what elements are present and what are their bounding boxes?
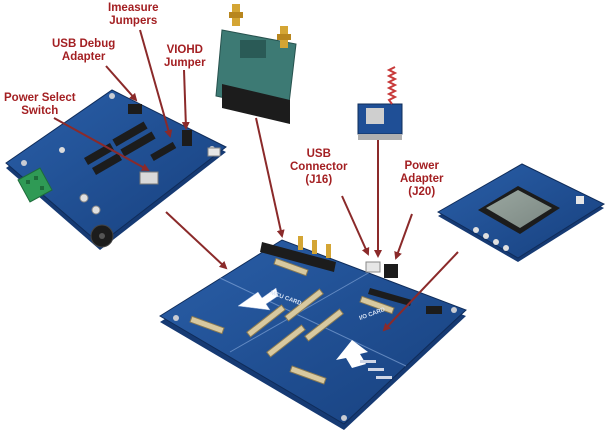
main-board: MCU CARD I/O CARD — [159, 236, 467, 430]
base-board-surface — [5, 89, 227, 245]
jack — [426, 306, 442, 314]
label-line: Adapter — [61, 51, 106, 63]
label-line: Imeasure — [108, 2, 159, 14]
header-row — [120, 131, 156, 157]
base-board-arrow — [165, 211, 228, 270]
power-select-switch-label: Power Select Switch — [4, 92, 76, 118]
usb-connector-arrow — [341, 195, 370, 256]
card-connector — [246, 304, 286, 338]
card-connector — [266, 324, 306, 358]
label-line: Power — [404, 160, 439, 172]
usb-port — [207, 147, 221, 157]
label-line: USB — [306, 148, 331, 160]
push-button — [483, 233, 489, 239]
antenna-coil — [386, 66, 398, 105]
sma-nut — [277, 34, 291, 40]
label-line: Jumper — [164, 57, 206, 69]
viohd-arrow — [181, 69, 190, 130]
card-connector — [359, 295, 395, 315]
rf-card-header — [222, 84, 290, 124]
card-connector — [273, 257, 309, 277]
header-row — [112, 121, 148, 147]
sma-connector — [298, 236, 303, 250]
screw-hole — [173, 315, 179, 321]
callout-arrows — [53, 29, 459, 332]
connector — [576, 196, 584, 204]
push-button — [79, 193, 89, 203]
sma-connector — [312, 240, 317, 254]
screw-hole — [451, 307, 457, 313]
terminal-screw — [40, 186, 44, 190]
radio-module — [357, 66, 403, 140]
buzzer-center — [99, 233, 105, 239]
header-row — [84, 143, 114, 165]
sma-nut — [229, 12, 243, 18]
mcu-card-arrow — [237, 287, 279, 311]
label-line: VIOHD — [166, 44, 203, 56]
rf-card — [215, 4, 297, 124]
terminal-block — [17, 167, 53, 203]
main-header — [260, 242, 336, 272]
sma-connector — [326, 244, 331, 258]
power-adapter-j20 — [384, 264, 398, 278]
viohd-jumper — [182, 130, 192, 146]
imeasure-arrow — [139, 29, 173, 138]
usb-debug-adapter — [128, 104, 142, 114]
label-line: Power Select — [4, 92, 76, 104]
lcd-board — [436, 163, 606, 262]
section-divider — [219, 277, 407, 367]
power-adapter-arrow — [394, 213, 413, 260]
component — [376, 376, 392, 379]
screw-hole — [21, 160, 27, 166]
led — [59, 147, 65, 153]
push-button — [473, 227, 479, 233]
label-line: (J16) — [305, 174, 333, 186]
lcd-board-arrow — [382, 251, 459, 332]
label-line: Switch — [21, 105, 59, 117]
header-row — [92, 153, 122, 175]
usb-debug-adapter-label: USB Debug Adapter — [52, 38, 115, 64]
viohd-jumper-label: VIOHD Jumper — [164, 44, 206, 70]
label-line: Jumpers — [109, 15, 158, 27]
label-line: USB Debug — [52, 38, 116, 50]
radio-module-pins — [358, 134, 402, 140]
header-row — [150, 141, 177, 161]
card-connector — [189, 315, 225, 335]
card-connector — [284, 288, 324, 322]
imeasure-jumpers-label: Imeasure Jumpers — [108, 2, 159, 28]
power-adapter-label: Power Adapter (J20) — [400, 160, 443, 199]
lcd-screen — [486, 190, 552, 228]
card-connector — [304, 308, 344, 342]
push-button — [503, 245, 509, 251]
push-button — [91, 205, 101, 215]
component — [360, 360, 376, 363]
power-select-arrow — [53, 117, 150, 171]
radio-module-chip — [366, 108, 384, 124]
rf-shield — [240, 40, 266, 58]
power-select-switch — [139, 171, 159, 185]
usb-connector-j16 — [365, 261, 381, 273]
rf-card-arrow — [255, 117, 285, 238]
screw-hole — [109, 93, 115, 99]
usb-connector-label: USB Connector (J16) — [290, 148, 348, 187]
label-line: Adapter — [400, 173, 444, 185]
terminal-screw — [26, 180, 30, 184]
screw-hole — [341, 415, 347, 421]
terminal-screw — [34, 176, 38, 180]
label-line: Connector — [290, 161, 348, 173]
component — [368, 368, 384, 371]
label-line: (J20) — [408, 186, 436, 198]
card-connector — [289, 365, 327, 385]
push-button — [493, 239, 499, 245]
usb-debug-arrow — [105, 65, 138, 102]
io-header — [368, 288, 412, 306]
